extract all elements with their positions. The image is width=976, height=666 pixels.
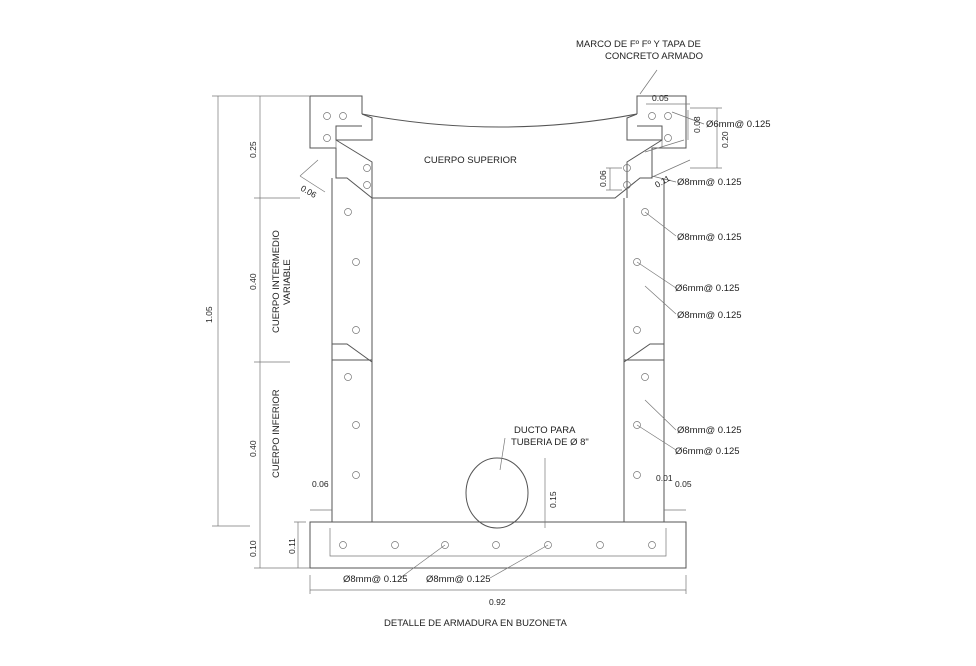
dim-092: 0.92 xyxy=(489,597,506,607)
dim-001: 0.01 xyxy=(656,473,673,483)
dim-105: 1.05 xyxy=(204,306,214,323)
dim-010: 0.10 xyxy=(248,540,258,557)
structure-outline xyxy=(309,95,687,569)
dim-015: 0.15 xyxy=(548,491,558,508)
rebar-label-base-2: Ø8mm@ 0.125 xyxy=(426,574,491,585)
rebar-label-1: Ø6mm@ 0.125 xyxy=(706,119,771,130)
dim-020: 0.20 xyxy=(720,131,730,148)
ducto-label-line1: DUCTO PARA xyxy=(514,425,576,436)
cuerpo-superior-label: CUERPO SUPERIOR xyxy=(424,155,517,166)
dim-005-top: 0.05 xyxy=(652,93,669,103)
rebar-circles xyxy=(323,112,672,549)
dim-011: 0.11 xyxy=(287,538,297,554)
cuerpo-intermedio-label-line1: CUERPO INTERMEDIO xyxy=(271,230,282,333)
rebar-label-6: Ø8mm@ 0.125 xyxy=(677,425,742,436)
rebar-label-5: Ø8mm@ 0.125 xyxy=(677,310,742,321)
marco-label-line1: MARCO DE Fº Fº Y TAPA DE xyxy=(576,39,701,50)
dim-005-right: 0.05 xyxy=(675,479,692,489)
rebar-label-7: Ø6mm@ 0.125 xyxy=(675,446,740,457)
ducto-label-line2: TUBERIA DE Ø 8" xyxy=(511,437,589,448)
marco-label-line2: CONCRETO ARMADO xyxy=(605,51,703,62)
rebar-label-3: Ø8mm@ 0.125 xyxy=(677,232,742,243)
dim-040-inferior: 0.40 xyxy=(248,440,258,457)
dim-006-right: 0.06 xyxy=(598,170,608,187)
cuerpo-inferior-label: CUERPO INFERIOR xyxy=(271,389,282,478)
dim-008: 0.08 xyxy=(692,116,702,133)
drawing-title: DETALLE DE ARMADURA EN BUZONETA xyxy=(384,618,567,629)
dim-006-left-bottom: 0.06 xyxy=(312,479,329,489)
rebar-label-4: Ø6mm@ 0.125 xyxy=(675,283,740,294)
dimension-lines xyxy=(212,95,722,594)
dim-040-intermedio: 0.40 xyxy=(248,273,258,290)
rebar-label-2: Ø8mm@ 0.125 xyxy=(677,177,742,188)
dim-025: 0.25 xyxy=(248,141,258,158)
leader-lines xyxy=(399,69,705,579)
cuerpo-intermedio-label-line2: VARIABLE xyxy=(282,259,293,305)
rebar-label-base-1: Ø8mm@ 0.125 xyxy=(343,574,408,585)
